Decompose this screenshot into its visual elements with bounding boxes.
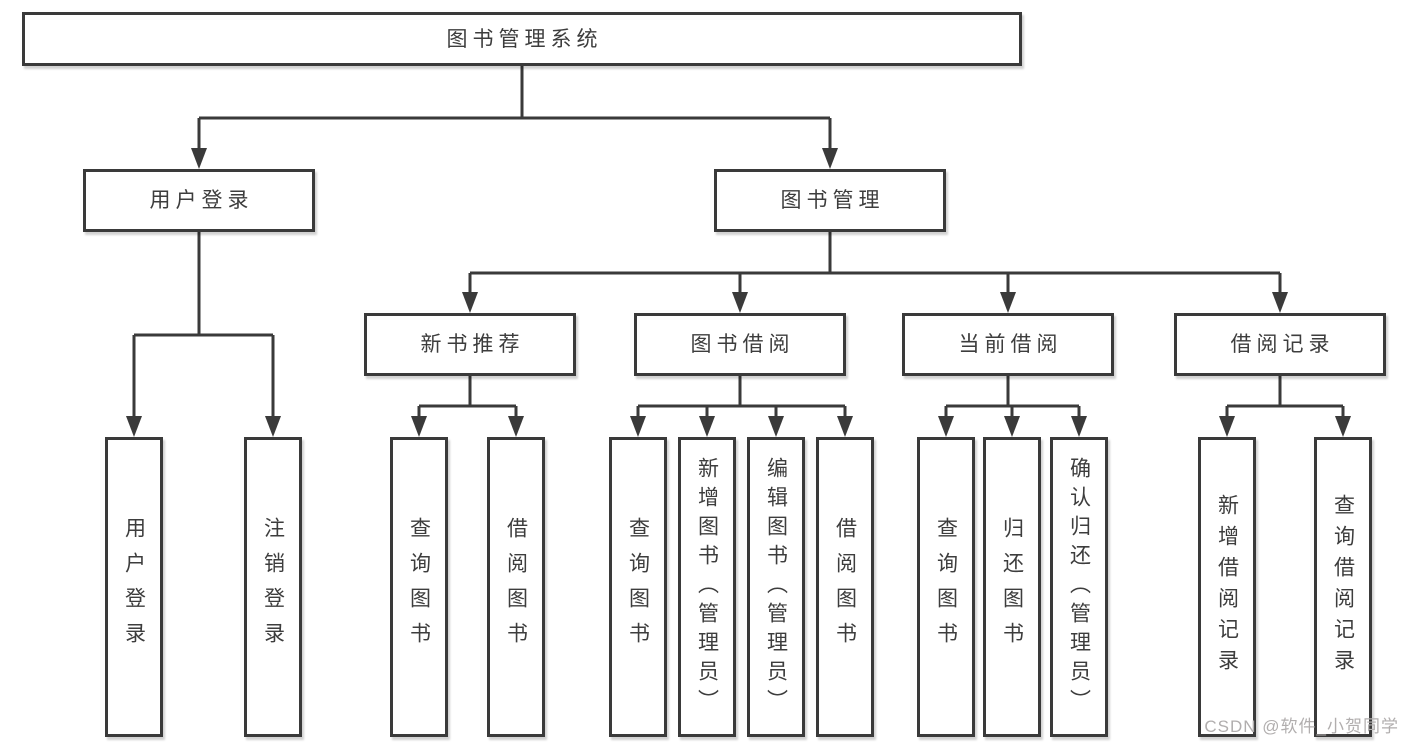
- arrowhead-icon: [699, 416, 715, 437]
- arrowhead-icon: [411, 416, 427, 437]
- node-library-management-system: 图书管理系统: [22, 12, 1022, 66]
- leaf-query-books-recommend: 查询图书: [390, 437, 448, 737]
- node-label: 用户登录: [149, 189, 254, 212]
- connector-book-management: [468, 232, 1282, 296]
- arrowhead-icon: [508, 416, 524, 437]
- arrowhead-icon: [822, 148, 838, 169]
- arrowhead-icon: [938, 416, 954, 437]
- node-label: 注销登录: [261, 517, 285, 657]
- connector-book-borrow: [636, 376, 847, 420]
- connector-user-login: [132, 232, 275, 420]
- connector-current-borrow: [944, 376, 1081, 420]
- node-label: 借阅图书: [504, 517, 528, 657]
- node-label: 查询图书: [626, 517, 650, 657]
- node-user-login: 用户登录: [83, 169, 315, 232]
- leaf-add-borrow-record: 新增借阅记录: [1198, 437, 1256, 737]
- node-book-management: 图书管理: [714, 169, 946, 232]
- arrowhead-icon: [837, 416, 853, 437]
- node-label: 新书推荐: [420, 333, 525, 356]
- leaf-confirm-return-admin: 确认归还（管理员）: [1050, 437, 1108, 737]
- node-label: 图书借阅: [690, 333, 795, 356]
- arrowhead-icon: [1219, 416, 1235, 437]
- arrowhead-icon: [126, 416, 142, 437]
- leaf-query-borrow-record: 查询借阅记录: [1314, 437, 1372, 737]
- leaf-query-books-borrow: 查询图书: [609, 437, 667, 737]
- arrowhead-icon: [191, 148, 207, 169]
- arrowhead-icon: [732, 292, 748, 313]
- leaf-borrow-books-recommend: 借阅图书: [487, 437, 545, 737]
- arrowhead-icon: [1272, 292, 1288, 313]
- node-label: 用户登录: [122, 517, 146, 657]
- leaf-return-book: 归还图书: [983, 437, 1041, 737]
- arrowhead-icon: [265, 416, 281, 437]
- arrowhead-icon: [1000, 292, 1016, 313]
- node-label: 确认归还（管理员）: [1067, 456, 1091, 718]
- connector-new-book-recommend: [417, 376, 518, 420]
- arrowhead-icon: [1335, 416, 1351, 437]
- leaf-borrow-books: 借阅图书: [816, 437, 874, 737]
- arrowhead-icon: [462, 292, 478, 313]
- node-label: 编辑图书（管理员）: [764, 456, 788, 718]
- leaf-user-login: 用户登录: [105, 437, 163, 737]
- leaf-query-books-current: 查询图书: [917, 437, 975, 737]
- node-label: 借阅记录: [1230, 333, 1335, 356]
- node-borrow-records: 借阅记录: [1174, 313, 1386, 376]
- node-label: 图书管理系统: [446, 27, 603, 51]
- arrowhead-icon: [1071, 416, 1087, 437]
- arrowhead-icon: [768, 416, 784, 437]
- watermark-text: CSDN @软件_小贺同学: [1204, 717, 1399, 736]
- arrowhead-icon: [1004, 416, 1020, 437]
- node-label: 查询图书: [407, 517, 431, 657]
- node-label: 图书管理: [780, 189, 885, 212]
- node-new-book-recommend: 新书推荐: [364, 313, 576, 376]
- node-label: 查询图书: [934, 517, 958, 657]
- connector-root: [197, 64, 832, 152]
- leaf-logout: 注销登录: [244, 437, 302, 737]
- node-label: 新增图书（管理员）: [695, 456, 719, 718]
- arrowhead-icon: [630, 416, 646, 437]
- node-book-borrow: 图书借阅: [634, 313, 846, 376]
- connector-borrow-records: [1225, 376, 1345, 420]
- leaf-add-book-admin: 新增图书（管理员）: [678, 437, 736, 737]
- node-label: 借阅图书: [833, 517, 857, 657]
- node-label: 查询借阅记录: [1331, 494, 1355, 680]
- node-label: 归还图书: [1000, 517, 1024, 657]
- leaf-edit-book-admin: 编辑图书（管理员）: [747, 437, 805, 737]
- node-label: 当前借阅: [958, 333, 1063, 356]
- node-label: 新增借阅记录: [1215, 494, 1239, 680]
- node-current-borrow: 当前借阅: [902, 313, 1114, 376]
